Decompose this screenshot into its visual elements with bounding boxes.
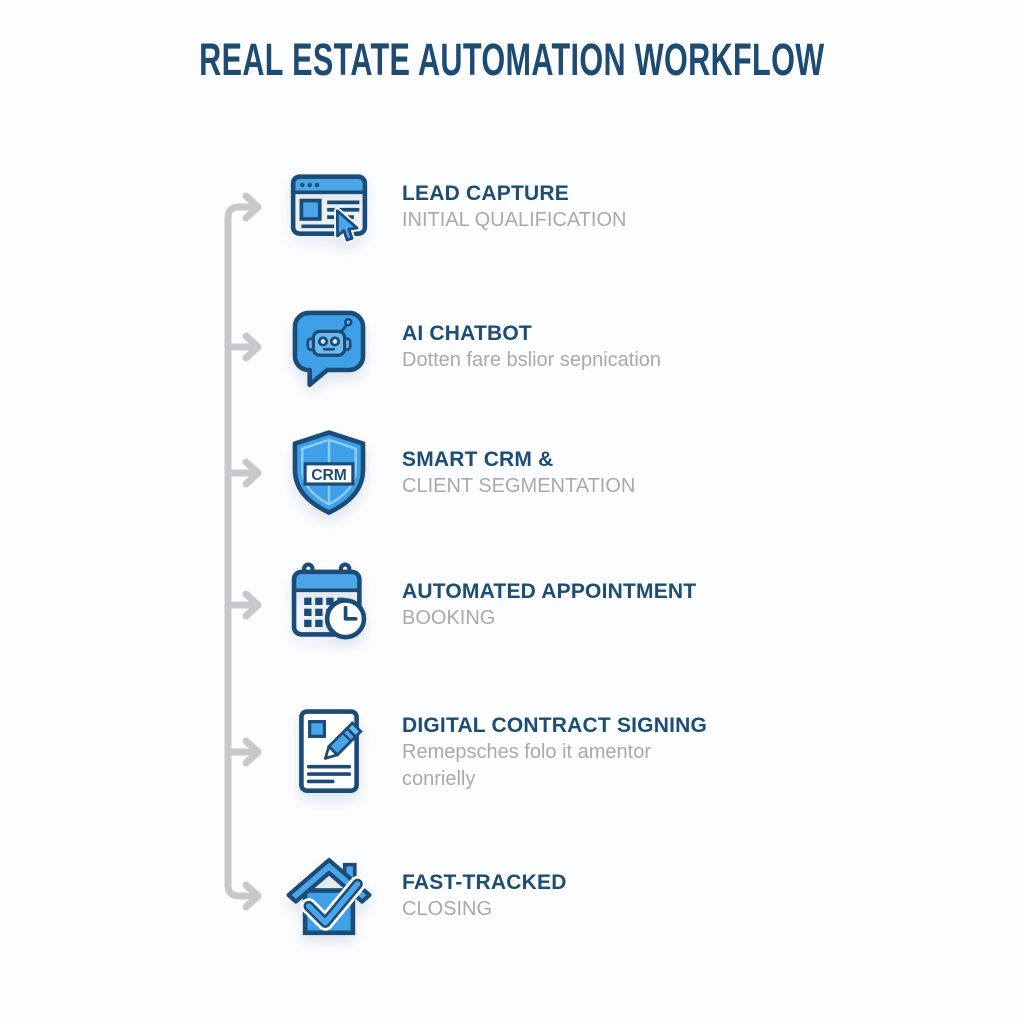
workflow-step-fast-tracked-closing: FAST-TRACKED CLOSING <box>283 850 567 942</box>
step-subtitle: CLIENT SEGMENTATION <box>402 475 636 497</box>
crm-shield-icon: CRM <box>283 427 375 519</box>
step-subtitle: Remepsches folo it amentor conrielly <box>402 740 652 790</box>
browser-cursor-icon <box>283 161 375 253</box>
page-title: REAL ESTATE AUTOMATION WORKFLOW <box>0 34 1024 86</box>
house-check-icon <box>283 850 375 942</box>
calendar-clock-icon <box>283 559 375 651</box>
step-subtitle: Dotten fare bslior sepnication <box>402 349 662 371</box>
crm-shield-label: CRM <box>311 467 347 484</box>
step-title: AUTOMATED APPOINTMENT <box>402 580 697 603</box>
arrow-icon <box>242 458 262 488</box>
chatbot-icon <box>283 301 375 393</box>
arrow-icon <box>242 192 262 222</box>
arrow-icon <box>242 590 262 620</box>
step-title: LEAD CAPTURE <box>402 182 569 205</box>
arrow-icon <box>242 332 262 362</box>
page-title-text: REAL ESTATE AUTOMATION WORKFLOW <box>199 34 825 85</box>
step-subtitle: INITIAL QUALIFICATION <box>402 209 627 231</box>
step-title: SMART CRM & <box>402 448 554 471</box>
step-subtitle: BOOKING <box>402 607 496 629</box>
arrow-icon <box>242 737 262 767</box>
step-title: FAST-TRACKED <box>402 871 567 894</box>
workflow-step-lead-capture: LEAD CAPTURE INITIAL QUALIFICATION <box>283 161 626 253</box>
step-subtitle: CLOSING <box>402 898 493 920</box>
step-title: AI CHATBOT <box>402 322 532 345</box>
workflow-step-contract-signing: DIGITAL CONTRACT SIGNING Remepsches folo… <box>283 706 707 798</box>
step-title: DIGITAL CONTRACT SIGNING <box>402 713 708 737</box>
workflow-step-appointment-booking: AUTOMATED APPOINTMENT BOOKING <box>283 559 696 651</box>
workflow-step-smart-crm: CRM SMART CRM & CLIENT SEGMENTATION <box>283 427 635 519</box>
contract-signing-icon <box>283 706 375 798</box>
arrow-icon <box>242 881 262 911</box>
workflow-step-ai-chatbot: AI CHATBOT Dotten fare bslior sepnicatio… <box>283 301 661 393</box>
